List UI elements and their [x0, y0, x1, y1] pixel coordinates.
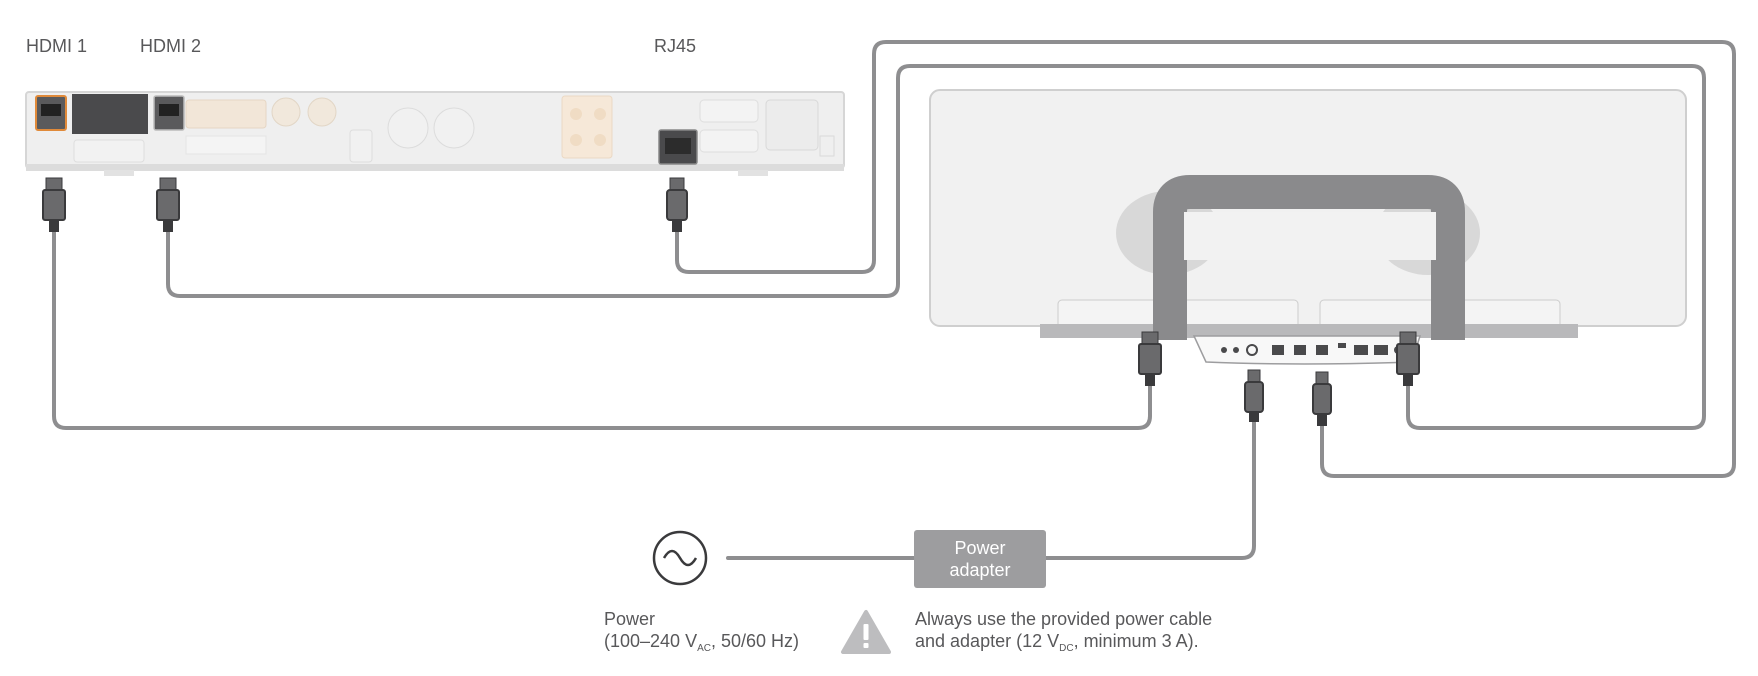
- connectors: [42, 177, 1420, 426]
- hdmi2-plug: [156, 177, 180, 232]
- power-adapter-box: Power adapter: [914, 530, 1046, 588]
- power-source-spec: (100–240 VAC, 50/60 Hz): [604, 631, 800, 654]
- rj45-cable: [675, 40, 1736, 478]
- warning-line1: Always use the provided power cable: [915, 609, 1213, 629]
- warning-line2: and adapter (12 VDC, minimum 3 A).: [915, 631, 1199, 654]
- ac-power-icon: [652, 530, 708, 586]
- hdmi2-cable: [166, 64, 1706, 430]
- cables: [52, 40, 1736, 560]
- hdmi1-label: HDMI 1: [26, 36, 88, 56]
- power-plug: [1244, 369, 1264, 422]
- warning-note: Always use the provided power cable and …: [915, 608, 1212, 660]
- power-adapter-line1: Power: [954, 538, 1006, 558]
- hdmi2-label: HDMI 2: [140, 36, 202, 56]
- network-plug: [1312, 371, 1332, 426]
- warning-icon: [841, 610, 891, 654]
- power-source-note: Power (100–240 VAC, 50/60 Hz): [604, 608, 799, 660]
- power-cable: [726, 416, 1256, 560]
- power-adapter-line2: adapter: [949, 560, 1011, 580]
- rj45-label: RJ45: [654, 36, 697, 56]
- rj45-plug: [666, 177, 688, 232]
- display-hdmi-plug-right: [1396, 331, 1420, 386]
- hdmi1-plug: [42, 177, 66, 232]
- display-unit: [929, 89, 1687, 365]
- hdmi1-cable: [52, 228, 1152, 430]
- power-source-title: Power: [604, 609, 656, 629]
- codec-unit: [25, 91, 845, 176]
- display-hdmi-plug-left: [1138, 331, 1162, 386]
